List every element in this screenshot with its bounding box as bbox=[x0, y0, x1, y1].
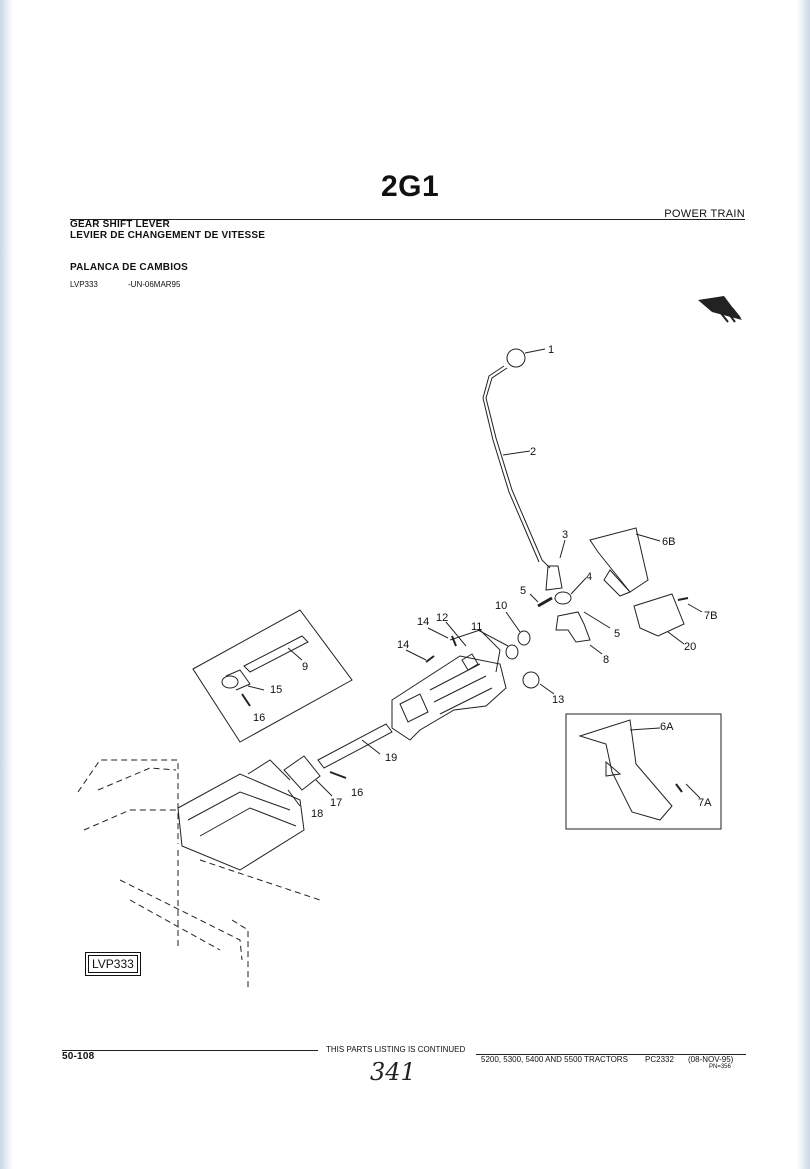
callout-17: 17 bbox=[330, 797, 342, 809]
catalog-number: PC2332 bbox=[645, 1055, 674, 1064]
front-direction-arrow-icon bbox=[698, 296, 742, 323]
header-rule bbox=[70, 219, 745, 220]
pin-part bbox=[537, 596, 553, 608]
illustration-box-label: LVP333 bbox=[85, 952, 141, 976]
callout-1: 1 bbox=[548, 344, 554, 356]
title-spanish: PALANCA DE CAMBIOS bbox=[70, 262, 189, 273]
illustration-date: -UN-06MAR95 bbox=[128, 280, 181, 289]
continued-note: THIS PARTS LISTING IS CONTINUED bbox=[326, 1045, 466, 1054]
handwritten-page-number: 341 bbox=[370, 1058, 416, 1086]
transmission-case bbox=[77, 759, 321, 990]
gasket-part bbox=[283, 755, 321, 791]
callout-4: 4 bbox=[586, 571, 592, 583]
callout-12: 12 bbox=[436, 612, 448, 624]
shaft-part bbox=[317, 723, 393, 769]
callout-5a: 5 bbox=[520, 585, 526, 597]
housing-assembly bbox=[391, 629, 507, 741]
callout-2: 2 bbox=[530, 446, 536, 458]
callout-3: 3 bbox=[562, 529, 568, 541]
scan-edge-left bbox=[0, 0, 14, 1169]
pn-number: PN=356 bbox=[709, 1064, 731, 1070]
page-code: 2G1 bbox=[381, 170, 440, 203]
bushing-13-part bbox=[522, 671, 540, 689]
callout-6a: 6A bbox=[660, 721, 674, 733]
tractor-models: 5200, 5300, 5400 AND 5500 TRACTORS bbox=[481, 1055, 628, 1064]
title-english: GEAR SHIFT LEVER bbox=[70, 219, 170, 230]
title-french: LEVIER DE CHANGEMENT DE VITESSE bbox=[70, 230, 266, 241]
shift-arm-part bbox=[555, 611, 591, 643]
callout-14a: 14 bbox=[417, 616, 429, 628]
page-reference: 50-108 bbox=[62, 1051, 95, 1062]
callout-5b: 5 bbox=[614, 628, 620, 640]
footer-rule-left bbox=[62, 1050, 318, 1051]
section-title: POWER TRAIN bbox=[664, 208, 745, 220]
callout-16a: 16 bbox=[253, 712, 265, 724]
shift-lever-part bbox=[485, 367, 551, 569]
pin-kit-inset bbox=[192, 609, 353, 743]
transmission-housing bbox=[177, 759, 305, 871]
callout-18: 18 bbox=[311, 808, 323, 820]
callout-10: 10 bbox=[495, 600, 507, 612]
callout-19: 19 bbox=[385, 752, 397, 764]
bushing-11-part bbox=[505, 644, 519, 660]
footer-rule-right bbox=[476, 1054, 746, 1055]
callout-15: 15 bbox=[270, 684, 282, 696]
ball-part bbox=[554, 591, 572, 605]
knob-part bbox=[506, 348, 526, 368]
catalog-date: (08-NOV-95) bbox=[688, 1055, 734, 1064]
callout-13: 13 bbox=[552, 694, 564, 706]
plate-part bbox=[633, 593, 685, 637]
callout-20: 20 bbox=[684, 641, 696, 653]
bushing-10-part bbox=[517, 630, 531, 646]
guard-inset bbox=[565, 713, 722, 830]
callout-6b: 6B bbox=[662, 536, 675, 548]
illustration-id: LVP333 bbox=[70, 280, 98, 289]
callout-11: 11 bbox=[471, 621, 482, 633]
upper-guard-part bbox=[589, 527, 649, 593]
callout-7b: 7B bbox=[704, 610, 717, 622]
callout-9: 9 bbox=[302, 661, 308, 673]
callout-16b: 16 bbox=[351, 787, 363, 799]
callout-14b: 14 bbox=[397, 639, 409, 651]
boot-part bbox=[545, 565, 563, 591]
callout-8: 8 bbox=[603, 654, 609, 666]
callout-7a: 7A bbox=[698, 797, 712, 809]
